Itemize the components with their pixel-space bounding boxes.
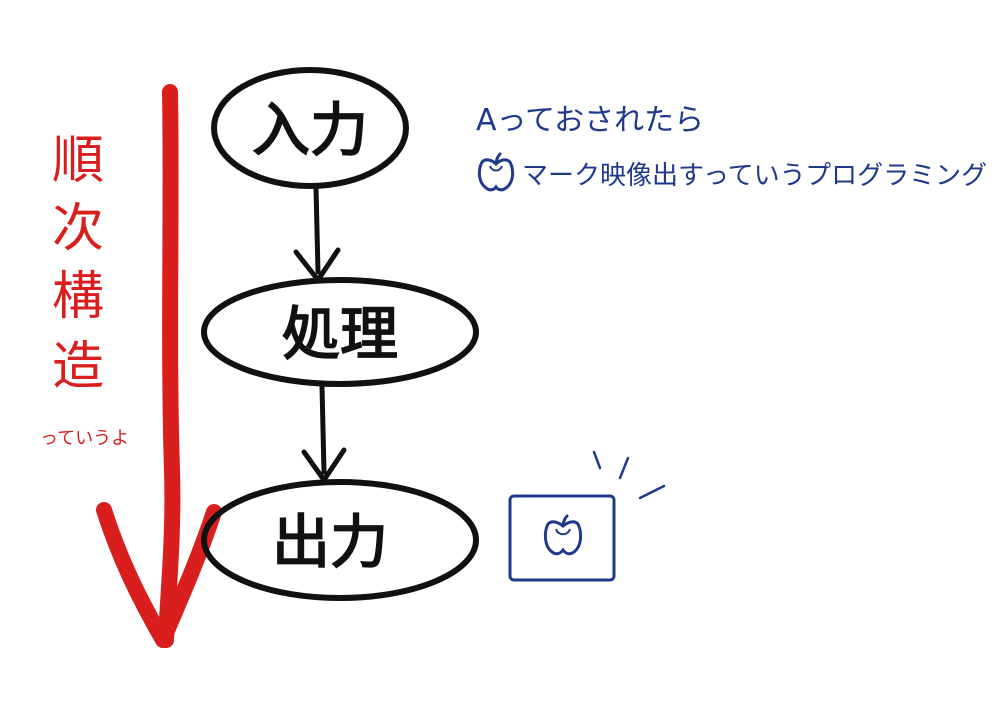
arrow-process-to-output [301,383,347,483]
node-input: 入力 [211,67,409,189]
apple-icon [477,152,515,192]
sequence-title-suffix: っていうよ [40,428,129,449]
sequence-title-char: 構 [52,267,104,327]
arrow-input-to-process [293,185,341,283]
sequence-title-char: 造 [52,337,104,397]
sequence-title-char: 順 [52,131,104,191]
apple-icon [543,514,583,556]
shine-lines [592,450,666,500]
node-input-label: 入力 [252,96,368,164]
node-output: 出力 [201,479,479,601]
monitor-icon [508,450,666,582]
note: Aっておされたら マーク映像出すっていうプログラミング [476,103,987,192]
note-line1: Aっておされたら [476,103,704,138]
node-output-label: 出力 [272,508,388,576]
note-line2: マーク映像出すっていうプログラミング [522,161,987,191]
sequence-arrow [96,84,222,648]
sequence-title: 順 次 構 造 っていうよ [40,131,129,449]
sequence-title-char: 次 [52,199,104,259]
node-process: 処理 [201,277,479,387]
node-process-label: 処理 [282,300,398,368]
